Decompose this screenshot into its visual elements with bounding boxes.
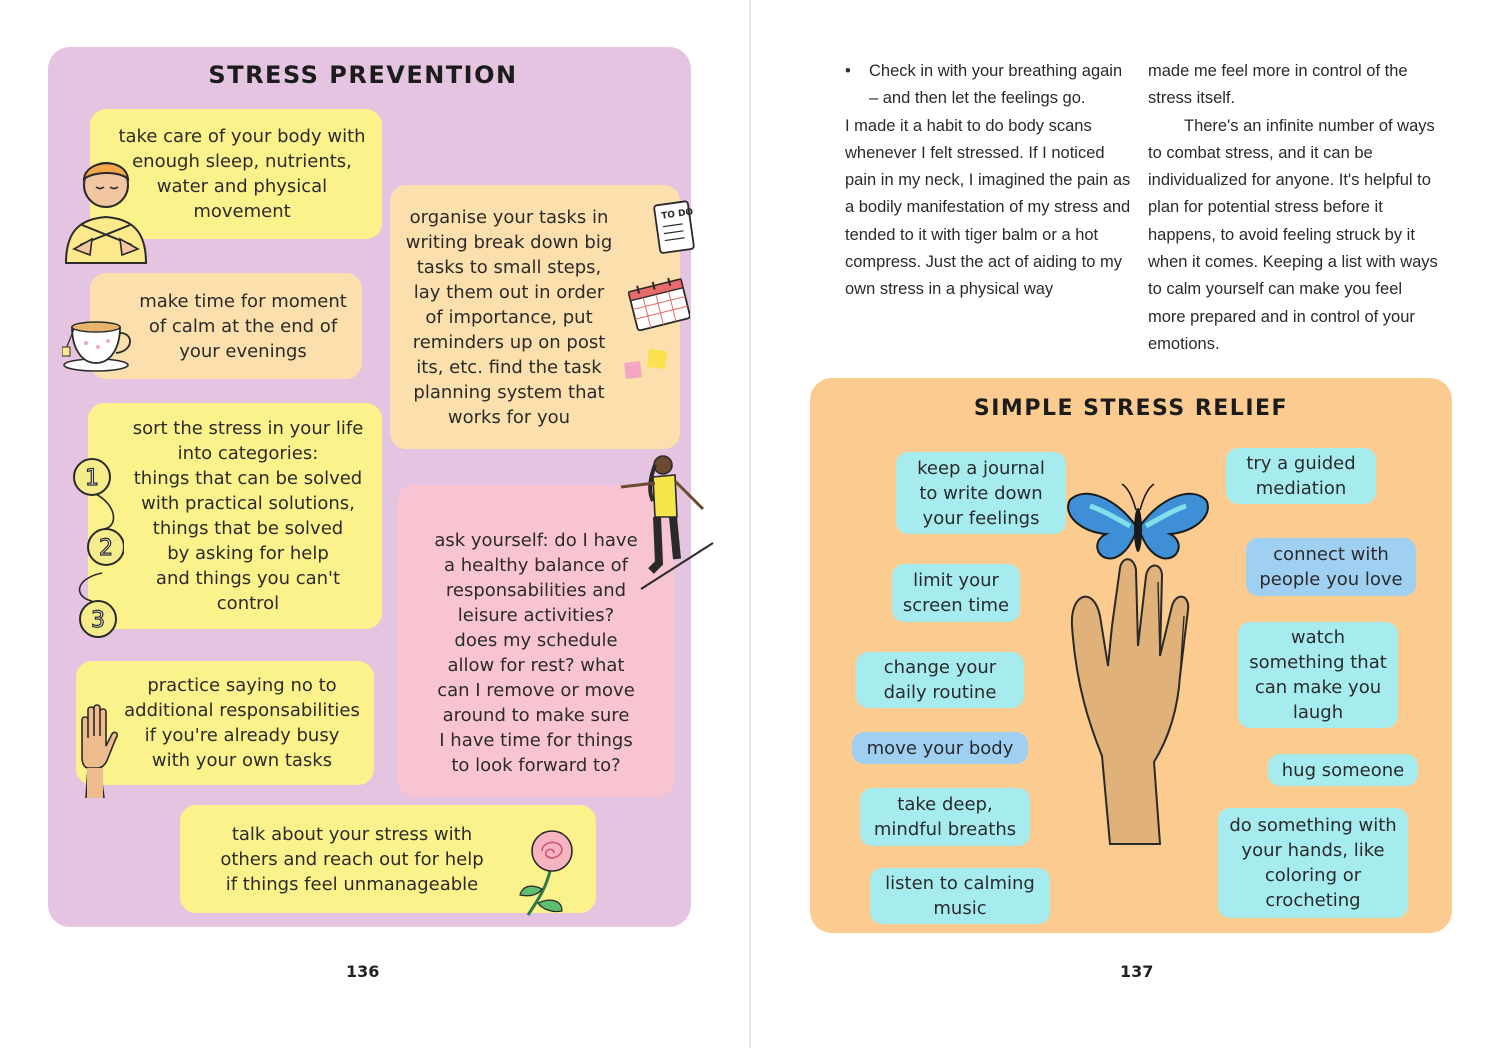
tightrope-walker-illustration [620, 455, 714, 590]
bullet-item: • Check in with your breathing again – a… [845, 58, 1133, 113]
page-gutter [749, 0, 751, 1048]
pill-hug-someone-text: hug someone [1281, 759, 1405, 781]
card-talk-about-stress-text: talk about your stress with others and r… [220, 823, 484, 895]
card-organise-tasks: organise your tasks in writing break dow… [390, 185, 680, 449]
card-calm-evenings: make time for moment of calm at the end … [90, 273, 362, 379]
pill-hands-activity-text: do something with your hands, like color… [1229, 815, 1397, 911]
stress-prevention-panel: STRESS PREVENTION take care of your body… [48, 47, 714, 927]
pill-calming-music-text: listen to calming music [885, 873, 1035, 919]
stress-prevention-title: STRESS PREVENTION [208, 61, 518, 89]
body-column-right: made me feel more in control of the stre… [1148, 58, 1440, 358]
card-stress-categories-text: sort the stress in your life into catego… [132, 418, 364, 614]
pill-connect-people-text: connect with people you love [1259, 544, 1403, 590]
pill-guided-meditation-text: try a guided mediation [1246, 453, 1356, 499]
pill-connect-people: connect with people you love [1246, 538, 1416, 596]
yellow-sticky-note-icon [646, 348, 668, 370]
pill-screen-time: limit your screen time [892, 564, 1020, 622]
page-number-right: 137 [1120, 962, 1154, 981]
raised-hand-icon [81, 704, 118, 799]
pill-guided-meditation: try a guided mediation [1226, 448, 1376, 504]
bullet-marker: • [845, 62, 851, 80]
rose-icon [519, 830, 573, 916]
step-number-1: 1 [85, 466, 99, 491]
pill-journal: keep a journal to write down your feelin… [896, 452, 1066, 534]
card-organise-tasks-text: organise your tasks in writing break dow… [405, 206, 613, 428]
pill-hands-activity: do something with your hands, like color… [1218, 808, 1408, 918]
step-number-3: 3 [91, 608, 105, 633]
page-number-left: 136 [346, 962, 380, 981]
pill-calming-music: listen to calming music [870, 868, 1050, 924]
body-paragraph-continuation: made me feel more in control of the stre… [1148, 62, 1408, 108]
pill-watch-laugh: watch something that can make you laugh [1238, 622, 1398, 728]
body-paragraph-2: There's an infinite number of ways to co… [1148, 116, 1438, 353]
step-number-2: 2 [99, 536, 113, 561]
numbered-steps-illustration: 1 2 3 [73, 458, 124, 638]
calendar-icon [628, 277, 690, 331]
card-ask-yourself: ask yourself: do I have a healthy balanc… [398, 485, 674, 797]
butterfly-icon [1067, 483, 1209, 560]
card-body-care: take care of your body with enough sleep… [90, 109, 382, 239]
card-calm-evenings-text: make time for moment of calm at the end … [139, 290, 347, 362]
card-body-care-text: take care of your body with enough sleep… [118, 126, 366, 222]
person-hug-illustration [64, 162, 148, 264]
pink-sticky-note-icon [624, 361, 642, 379]
pill-deep-breaths-text: take deep, mindful breaths [873, 794, 1017, 840]
pill-hug-someone: hug someone [1268, 754, 1418, 786]
hand-with-butterfly-illustration [1067, 483, 1209, 845]
card-stress-categories: sort the stress in your life into catego… [88, 403, 382, 629]
body-paragraph-1: I made it a habit to do body scans whene… [845, 116, 1131, 299]
card-ask-yourself-text: ask yourself: do I have a healthy balanc… [434, 530, 638, 776]
pill-move-body-text: move your body [866, 737, 1014, 759]
pill-daily-routine-text: change your daily routine [883, 657, 997, 703]
card-say-no-text: practice saying no to additional respons… [124, 675, 360, 771]
pill-journal-text: keep a journal to write down your feelin… [917, 457, 1045, 529]
card-say-no: practice saying no to additional respons… [76, 661, 374, 785]
pill-watch-laugh-text: watch something that can make you laugh [1249, 627, 1387, 723]
simple-stress-relief-panel: SIMPLE STRESS RELIEF keep a journal to w… [810, 378, 1452, 933]
pill-screen-time-text: limit your screen time [902, 570, 1010, 616]
simple-stress-relief-title: SIMPLE STRESS RELIEF [973, 396, 1289, 421]
body-column-left: • Check in with your breathing again – a… [845, 58, 1133, 304]
todo-label: TO DO [661, 207, 694, 221]
todo-list-icon: TO DO [653, 200, 695, 254]
pill-daily-routine: change your daily routine [856, 652, 1024, 708]
bullet-text: Check in with your breathing again – and… [869, 62, 1123, 108]
teacup-icon [62, 321, 131, 372]
pill-move-body: move your body [852, 732, 1028, 764]
pill-deep-breaths: take deep, mindful breaths [860, 788, 1030, 846]
